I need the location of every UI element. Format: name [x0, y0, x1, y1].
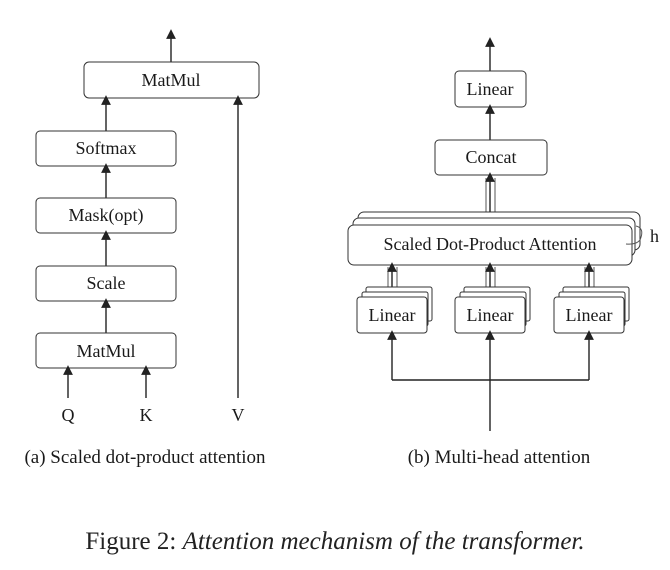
linear-stack-3: Linear — [553, 286, 630, 334]
h-bracket — [625, 225, 643, 245]
scale-label: Scale — [87, 273, 126, 293]
linear3-label: Linear — [566, 305, 613, 325]
linear-stack-2: Linear — [454, 286, 531, 334]
linear-stack-1: Linear — [356, 286, 433, 334]
scaled-dot-product-panel: MatMul Softmax Mask(opt) Scale MatMul Q … — [24, 29, 266, 468]
subcaption-b: (b) Multi-head attention — [408, 447, 591, 468]
caption-prefix: Figure 2: — [85, 528, 183, 555]
figure-caption: Figure 2: Attention mechanism of the tra… — [0, 528, 670, 556]
softmax-label: Softmax — [76, 138, 137, 158]
q-label: Q — [62, 405, 75, 425]
caption-italic: Attention mechanism of the transformer. — [182, 528, 585, 555]
attention-label: Scaled Dot-Product Attention — [384, 234, 597, 254]
mask-label: Mask(opt) — [69, 205, 144, 226]
concat-label: Concat — [466, 147, 517, 167]
h-label: h — [650, 226, 659, 246]
k-label: K — [140, 405, 153, 425]
matmul-bottom-box — [35, 332, 177, 369]
top-linear-label: Linear — [467, 79, 514, 99]
matmul-top-box — [83, 61, 260, 99]
multi-head-panel: Linear Concat Scaled Dot-Product Attenti… — [347, 37, 659, 468]
linear2-label: Linear — [467, 305, 514, 325]
matmul-bottom-label: MatMul — [76, 341, 135, 361]
linear1-label: Linear — [369, 305, 416, 325]
v-label: V — [232, 405, 245, 425]
subcaption-a: (a) Scaled dot-product attention — [24, 447, 266, 468]
matmul-top-label: MatMul — [141, 70, 200, 90]
